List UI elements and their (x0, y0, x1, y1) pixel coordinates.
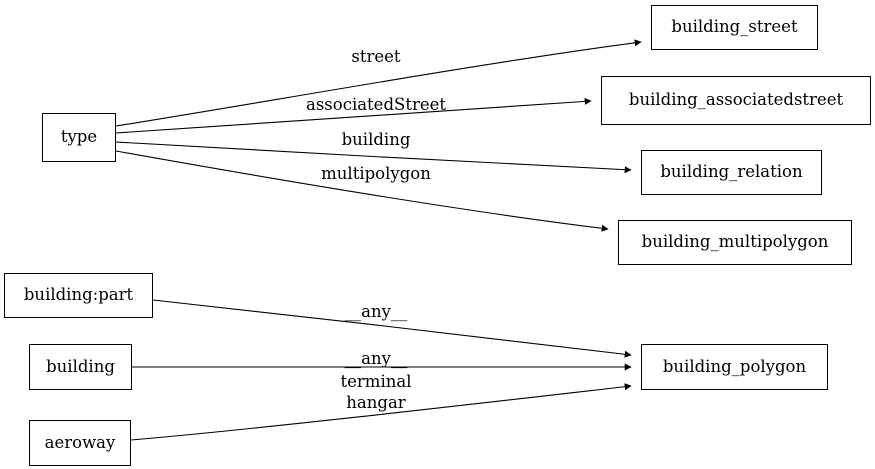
edge-label-building_part-building_polygon: __any__ (344, 301, 408, 321)
edge-type-to-building_street (115, 39, 642, 127)
node-label: type (60, 127, 98, 147)
edge-type-to-building_multipolygon (115, 150, 609, 232)
node-building_street[interactable]: building_street (651, 5, 818, 50)
node-label: building_multipolygon (641, 232, 829, 252)
node-label: building_associatedstreet (628, 90, 844, 110)
node-label: aeroway (44, 432, 116, 452)
node-building_relation[interactable]: building_relation (641, 150, 822, 195)
edge-label-aeroway-building_polygon: terminal (340, 371, 412, 391)
node-label: building (46, 356, 115, 376)
edge-label-type-building_multipolygon: multipolygon (321, 163, 431, 183)
node-building[interactable]: building (29, 344, 132, 390)
edge-label-type-building_relation: building (341, 129, 411, 149)
node-label: building:part (23, 285, 134, 305)
edge-type-to-building_relation (115, 141, 632, 174)
edge-type-to-building_associatedstreet (115, 97, 592, 134)
edge-aeroway-to-building_polygon (130, 383, 632, 441)
edge-label-aeroway-building_polygon-1: hangar (346, 392, 406, 412)
node-type[interactable]: type (42, 113, 116, 162)
edge-label-building-building_polygon: __any__ (344, 348, 408, 368)
node-building_associatedstreet[interactable]: building_associatedstreet (601, 76, 871, 125)
edge-label-type-building_street: street (351, 46, 401, 66)
node-label: building_relation (660, 162, 803, 182)
node-label: building_street (671, 17, 798, 37)
node-building_part[interactable]: building:part (4, 273, 153, 318)
node-label: building_polygon (662, 356, 807, 376)
edge-label-type-building_associatedstreet: associatedStreet (305, 94, 447, 114)
node-aeroway[interactable]: aeroway (29, 420, 131, 466)
edge-building_part-to-building_polygon (152, 299, 632, 358)
node-building_multipolygon[interactable]: building_multipolygon (618, 220, 852, 265)
node-building_polygon[interactable]: building_polygon (641, 344, 828, 390)
